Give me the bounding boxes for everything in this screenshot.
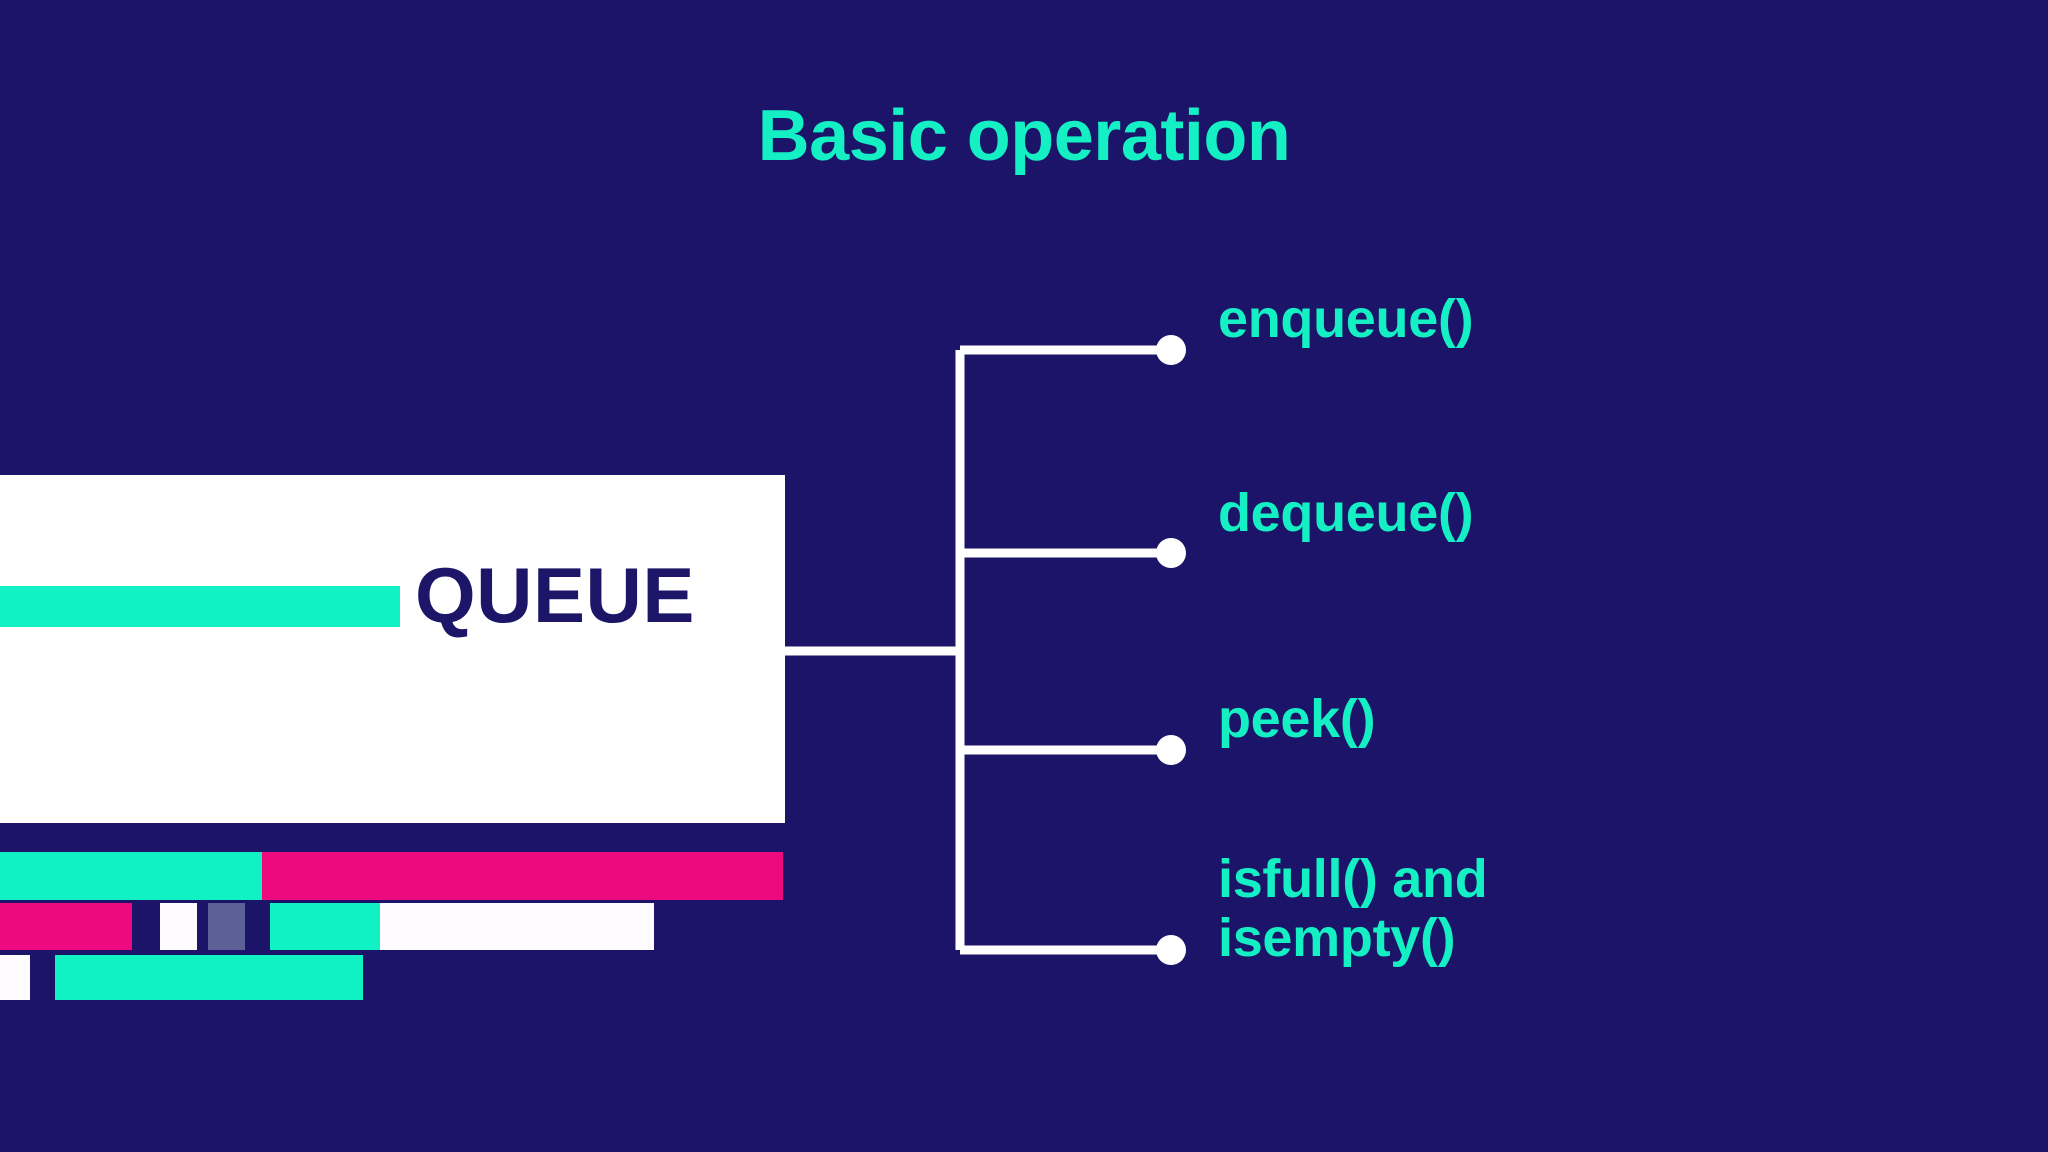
page-title: Basic operation (757, 96, 1291, 176)
queue-card-label: QUEUE (415, 551, 695, 639)
queue-accent-bar (0, 586, 400, 627)
decorative-block-row1-magenta (262, 852, 783, 900)
connector-dot-3 (1156, 935, 1186, 965)
connector-dot-1 (1156, 538, 1186, 568)
queue-card (0, 475, 785, 823)
decorative-block-row2-cyan (270, 903, 382, 950)
branch-label-peek: peek() (1218, 689, 1376, 749)
connector-dot-0 (1156, 335, 1186, 365)
decorative-block-row2-white (160, 903, 197, 950)
decorative-block-row1-cyan (0, 852, 262, 900)
decorative-block-row3-white (0, 955, 30, 1000)
branch-label-dequeue: dequeue() (1218, 483, 1474, 543)
branch-label-enqueue: enqueue() (1218, 289, 1474, 349)
decorative-block-row3-cyan (55, 955, 363, 1000)
decorative-block-row2-white-2 (380, 903, 654, 950)
branch-label-isfull-isempty: isfull() and isempty() (1218, 849, 1488, 969)
decorative-block-row2-slate (208, 903, 245, 950)
decorative-block-row2-magenta (0, 903, 132, 950)
connector-dot-2 (1156, 735, 1186, 765)
